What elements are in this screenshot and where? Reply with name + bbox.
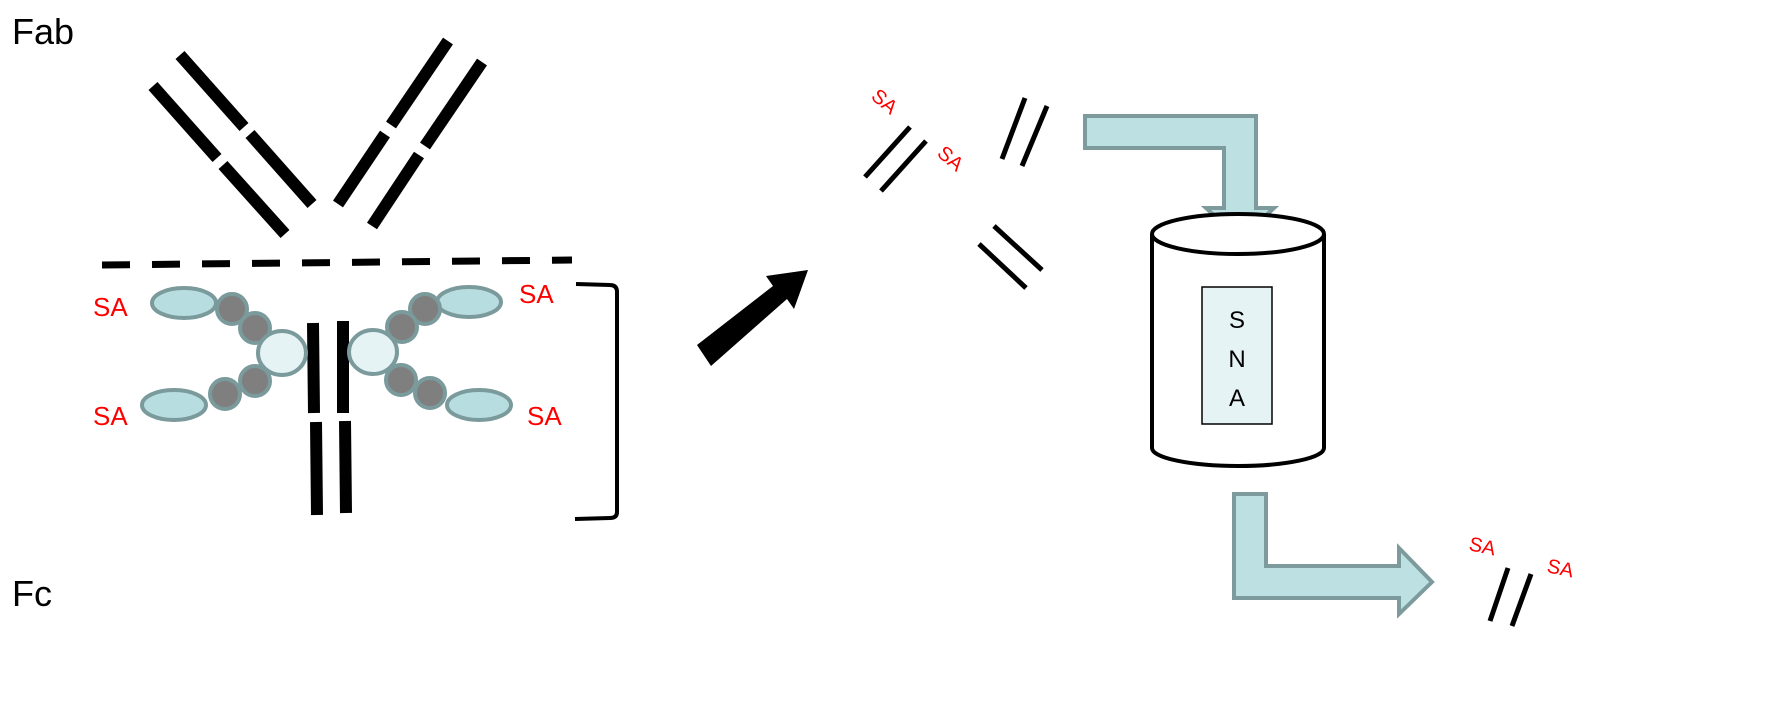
fragment-line xyxy=(1487,567,1511,622)
fc-chain-right-lower xyxy=(339,420,352,514)
fab-left-light-lower xyxy=(218,160,290,239)
column-label-letter: N xyxy=(1228,346,1245,373)
fc-bracket xyxy=(574,282,619,521)
column-label-letter: A xyxy=(1229,385,1245,412)
fc-label: Fc xyxy=(12,573,52,614)
glycan-left xyxy=(140,286,308,422)
sa-label: SA xyxy=(1467,533,1498,560)
fab-left-heavy-upper xyxy=(175,51,249,131)
column-label-box xyxy=(1201,286,1273,425)
fragment-line xyxy=(863,125,912,179)
sna-column: S N A xyxy=(1150,212,1326,468)
glycan-sa-ellipse-lower-left xyxy=(140,388,208,422)
sa-label: SA xyxy=(93,401,128,431)
column-top xyxy=(1150,212,1326,256)
sa-label: SA xyxy=(527,401,562,431)
glycan-sa-ellipse-upper-right xyxy=(435,285,503,319)
fab-left-light-upper xyxy=(148,82,222,162)
gal-node xyxy=(208,377,242,411)
fc-chain-left-upper xyxy=(307,322,320,414)
sa-label: SA xyxy=(519,279,554,309)
fab-label: Fab xyxy=(12,11,74,52)
fragment-line xyxy=(977,242,1028,290)
fab-right-light-lower xyxy=(366,151,425,230)
fab-right-light-upper xyxy=(420,58,487,150)
fragment-line xyxy=(999,97,1028,160)
glycan-right xyxy=(347,285,513,422)
outflow-arrow xyxy=(1232,492,1435,619)
glycan-sa-ellipse-lower-right xyxy=(445,388,513,422)
gal-node xyxy=(413,376,447,410)
eluted-fragment xyxy=(1487,567,1534,627)
glcnac-node xyxy=(384,363,418,397)
sa-label: SA xyxy=(867,85,902,119)
fc-chains xyxy=(307,321,352,516)
released-fragments xyxy=(863,97,1050,290)
black-arrow xyxy=(697,270,808,366)
glcnac-node xyxy=(385,310,419,344)
sa-label: SA xyxy=(933,142,968,176)
fab-left-heavy-lower xyxy=(245,130,317,208)
cleavage-dashed-line xyxy=(101,256,573,269)
fragment-line xyxy=(879,139,928,193)
column-label-letter: S xyxy=(1229,307,1245,334)
gal-node xyxy=(215,292,249,326)
sa-label: SA xyxy=(93,292,128,322)
gal-node xyxy=(408,292,442,326)
fab-right-heavy-lower xyxy=(333,130,390,208)
fragment-line xyxy=(992,224,1044,272)
fc-chain-left-lower xyxy=(310,421,323,516)
fab-arms xyxy=(148,37,487,239)
glcnac-node xyxy=(238,311,272,345)
sa-label: SA xyxy=(1545,555,1576,582)
fragment-line xyxy=(1509,573,1534,627)
glcnac-node xyxy=(238,364,272,398)
mannose-node xyxy=(256,329,308,377)
mannose-node xyxy=(347,328,399,376)
fab-right-heavy-upper xyxy=(386,37,453,129)
fragment-line xyxy=(1019,105,1050,167)
glycan-sa-ellipse-upper-left xyxy=(150,286,218,320)
